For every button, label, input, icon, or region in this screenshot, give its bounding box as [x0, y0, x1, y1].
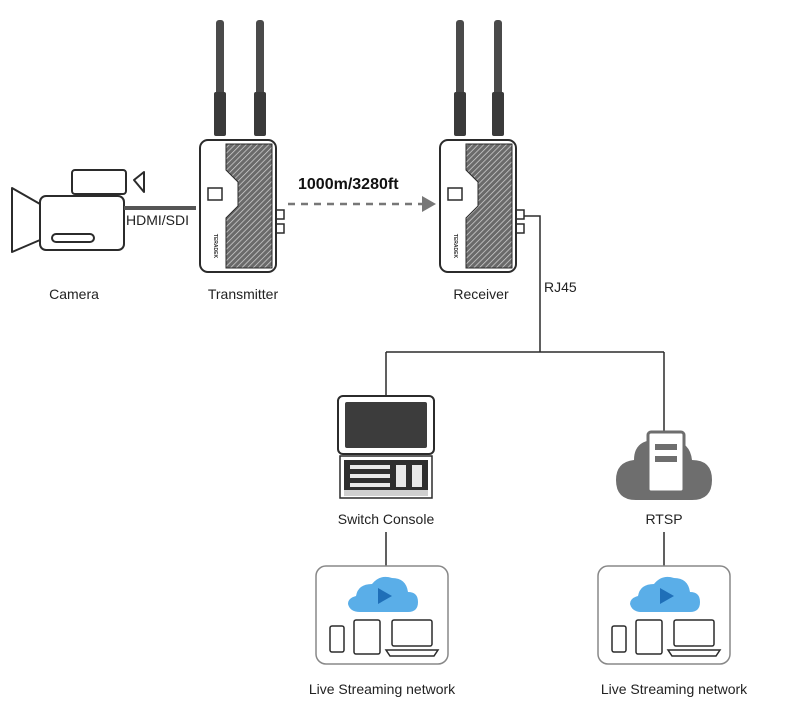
- link-label-distance: 1000m/3280ft: [298, 176, 399, 193]
- phone-icon: [611, 625, 627, 653]
- cloud-play-icon: [348, 576, 418, 612]
- phone-icon: [329, 625, 345, 653]
- wireless-link-arrow: [422, 196, 436, 212]
- link-label-rj45: RJ45: [544, 279, 577, 295]
- node-label-switch-console: Switch Console: [337, 511, 435, 527]
- rj45-cable: [385, 215, 665, 566]
- receiver-brand: TERADEK: [452, 234, 458, 259]
- wireless-receiver-icon: [439, 20, 525, 273]
- wireless-transmitter-icon: [199, 20, 285, 273]
- video-camera-icon: [11, 169, 145, 253]
- tablet-icon: [635, 619, 663, 655]
- node-label-live-streaming-left: Live Streaming network: [308, 681, 456, 697]
- cloud-server-icon: [616, 430, 712, 500]
- streaming-box-left: [315, 565, 449, 665]
- switch-console-icon: [337, 395, 435, 499]
- node-label-live-streaming-right: Live Streaming network: [600, 681, 748, 697]
- node-label-rtsp: RTSP: [645, 511, 683, 527]
- node-label-transmitter: Transmitter: [207, 286, 279, 302]
- laptop-icon: [384, 619, 440, 657]
- link-label-hdmi-sdi: HDMI/SDI: [126, 212, 189, 228]
- tablet-icon: [353, 619, 381, 655]
- transmitter-brand: TERADEK: [212, 234, 218, 259]
- cloud-play-icon: [630, 576, 700, 612]
- node-label-receiver: Receiver: [453, 286, 509, 302]
- streaming-box-right: [597, 565, 731, 665]
- node-label-camera: Camera: [49, 286, 99, 302]
- laptop-icon: [666, 619, 722, 657]
